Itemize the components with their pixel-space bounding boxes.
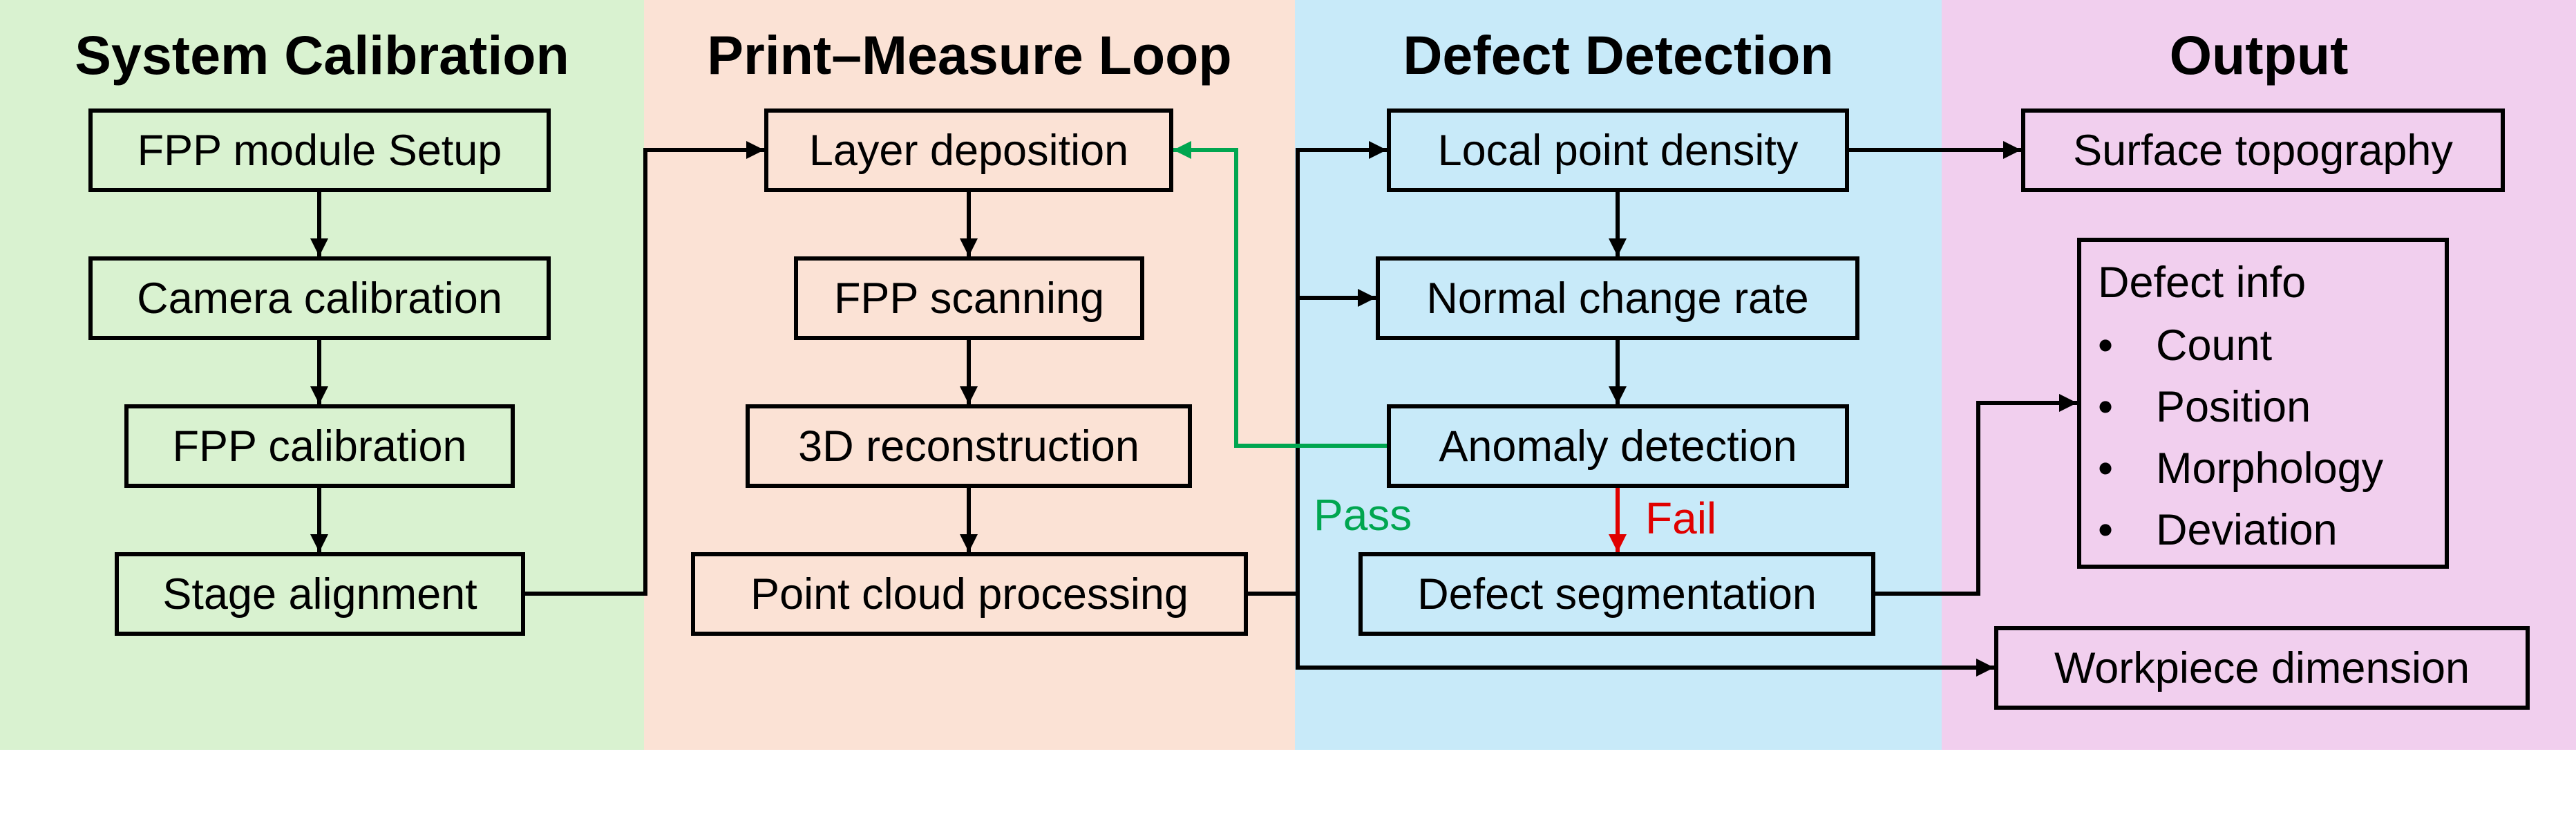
anomaly-detection-box: Anomaly detection: [1387, 404, 1849, 488]
defect-info-item: •Deviation: [2098, 500, 2445, 561]
fpp-calibration-box: FPP calibration: [124, 404, 515, 488]
fpp-module-setup-box: FPP module Setup: [88, 108, 551, 192]
defect-info-list: •Count •Position •Morphology •Deviation: [2098, 315, 2445, 561]
defect-segmentation-box: Defect segmentation: [1358, 552, 1875, 636]
workpiece-dimension-box: Workpiece dimension: [1994, 626, 2530, 710]
normal-change-rate-box: Normal change rate: [1376, 256, 1859, 340]
fpp-scanning-box: FPP scanning: [794, 256, 1144, 340]
output-panel: Output: [1942, 0, 2576, 750]
layer-deposition-box: Layer deposition: [764, 108, 1173, 192]
system-calibration-title: System Calibration: [75, 24, 569, 86]
bullet: •: [2098, 506, 2114, 554]
defect-info-box: Defect info •Count •Position •Morphology…: [2077, 238, 2449, 569]
3d-reconstruction-box: 3D reconstruction: [746, 404, 1192, 488]
bullet: •: [2098, 383, 2114, 431]
bullet: •: [2098, 444, 2114, 493]
point-cloud-processing-box: Point cloud processing: [691, 552, 1248, 636]
defect-detection-title: Defect Detection: [1403, 24, 1834, 86]
defect-info-item: •Count: [2098, 315, 2445, 377]
defect-info-title: Defect info: [2098, 258, 2307, 307]
stage-alignment-box: Stage alignment: [115, 552, 525, 636]
print-measure-loop-title: Print–Measure Loop: [707, 24, 1232, 86]
defect-info-item: •Morphology: [2098, 438, 2445, 500]
local-point-density-box: Local point density: [1387, 108, 1849, 192]
camera-calibration-box: Camera calibration: [88, 256, 551, 340]
surface-topography-box: Surface topography: [2021, 108, 2505, 192]
defect-info-item: •Position: [2098, 377, 2445, 438]
pass-label: Pass: [1314, 490, 1412, 540]
output-title: Output: [2169, 24, 2349, 86]
bullet: •: [2098, 321, 2114, 370]
fail-label: Fail: [1645, 493, 1717, 543]
